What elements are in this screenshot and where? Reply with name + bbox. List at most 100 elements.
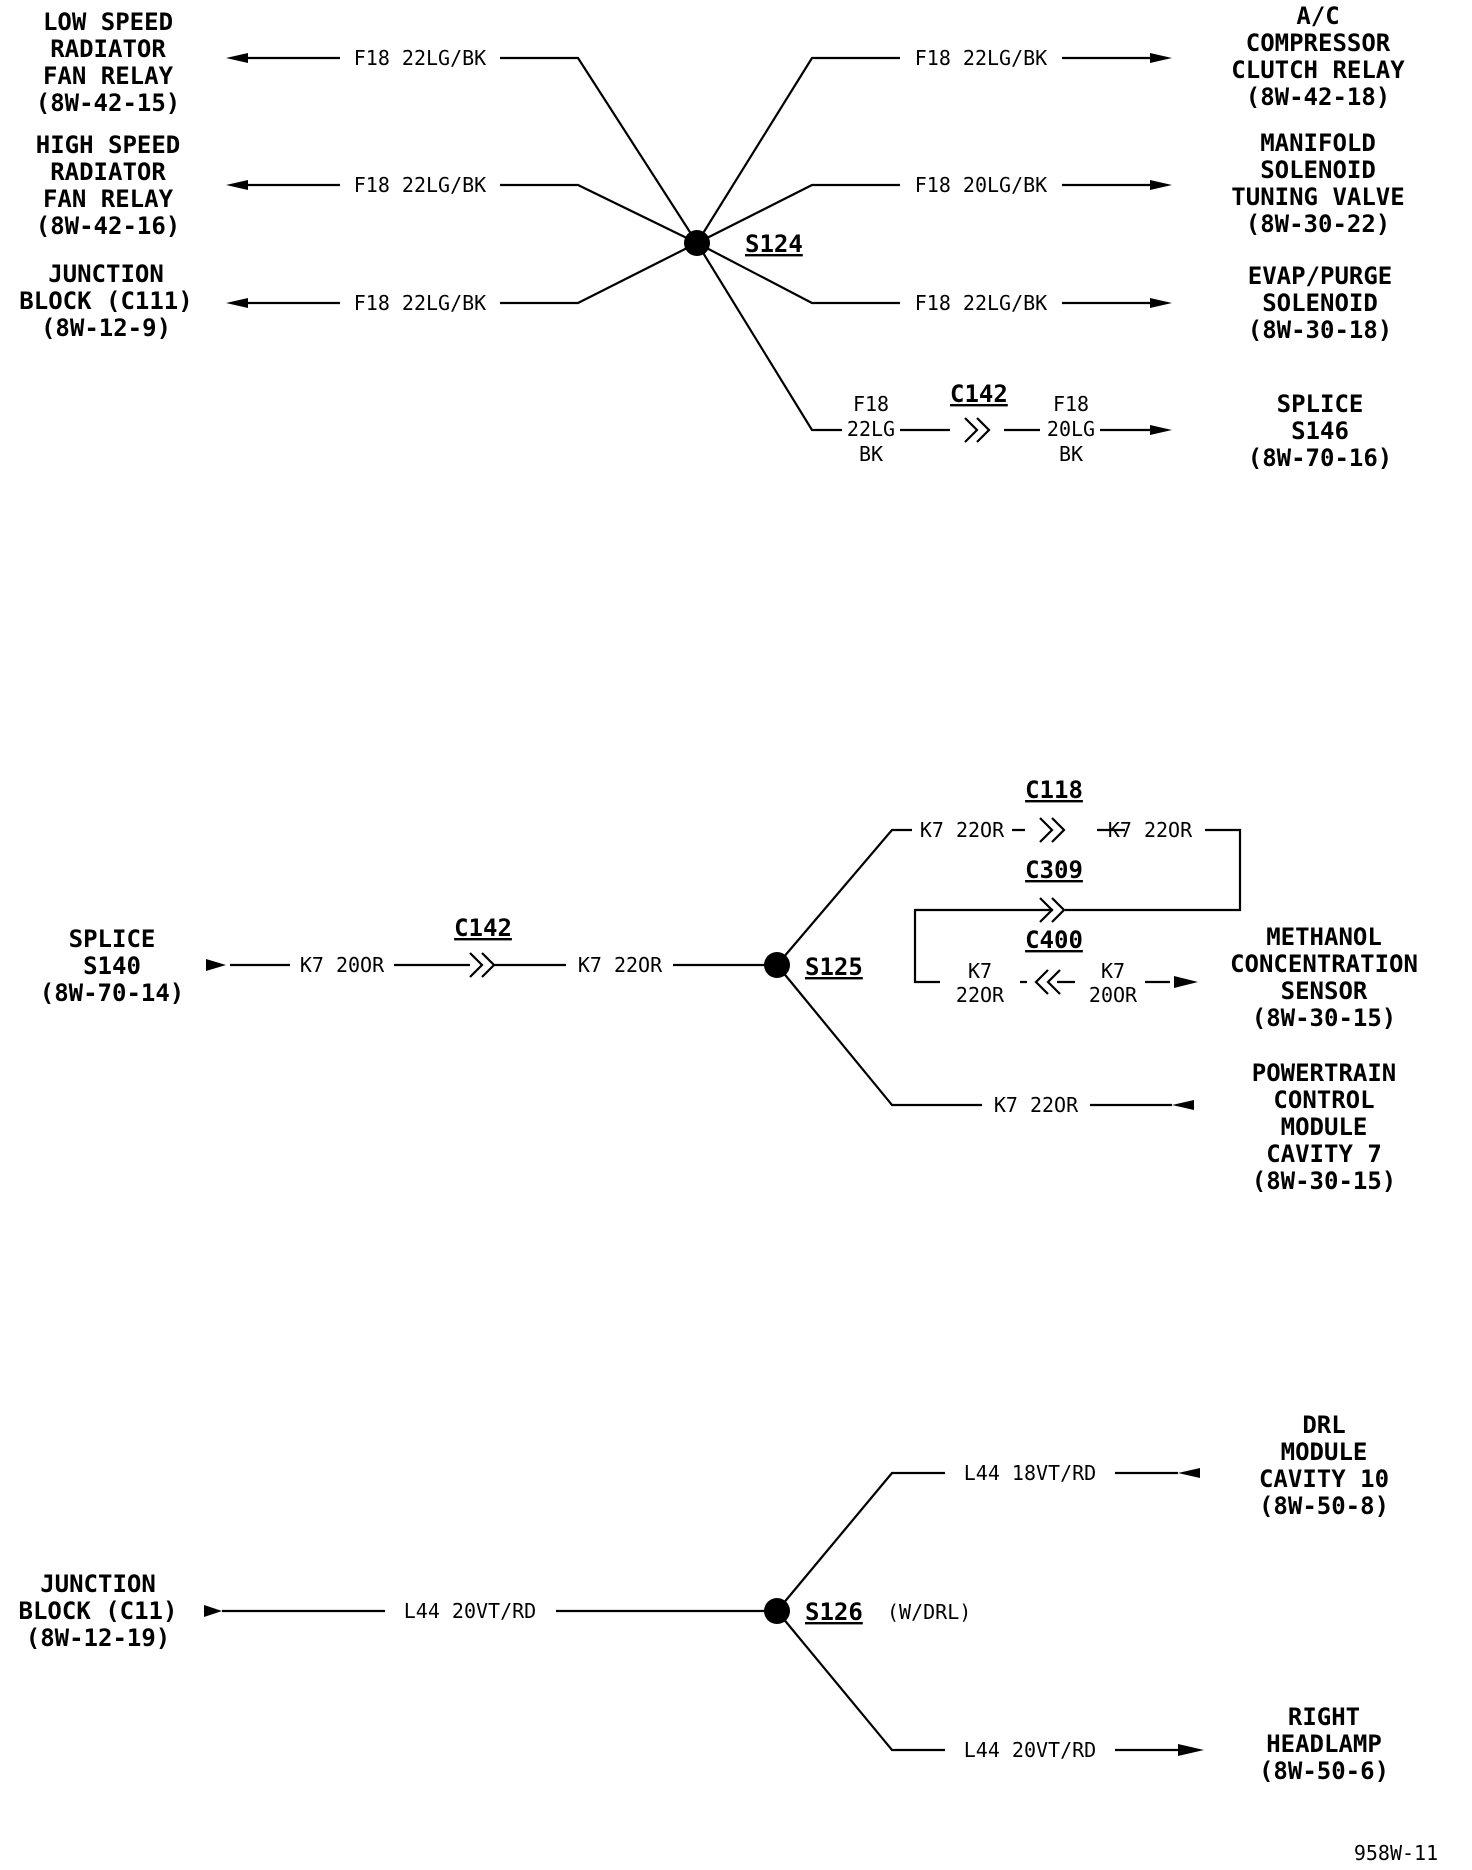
wire-ac-relay — [696, 56, 1150, 244]
svg-text:(8W-50-8): (8W-50-8) — [1259, 1492, 1389, 1520]
wire-label-1: F18 22LG/BK — [354, 46, 486, 70]
component-evap-purge: EVAP/PURGE SOLENOID (8W-30-18) — [1248, 262, 1393, 344]
svg-text:JUNCTION: JUNCTION — [48, 260, 164, 288]
c309-label: C309 — [1025, 856, 1083, 884]
splice-s126-label: S126 — [805, 1598, 863, 1626]
component-low-speed-relay: LOW SPEED RADIATOR FAN RELAY (8W-42-15) — [36, 8, 181, 117]
svg-text:F18: F18 — [853, 392, 889, 416]
wire-l44-headlamp — [776, 1610, 1178, 1752]
wire-k7-upper — [776, 828, 1242, 984]
svg-text:SPLICE: SPLICE — [1277, 390, 1364, 418]
svg-text:CONTROL: CONTROL — [1273, 1086, 1374, 1114]
c142-mid-label: C142 — [454, 914, 512, 942]
wire-label-l44-drl: L44 18VT/RD — [964, 1461, 1096, 1485]
wire-evap — [696, 242, 1150, 305]
svg-text:A/C: A/C — [1296, 2, 1339, 30]
arrow-low-speed — [226, 53, 248, 63]
wire-label-l44-headlamp: L44 20VT/RD — [964, 1738, 1096, 1762]
arrow-junction-c11 — [204, 1605, 222, 1617]
svg-text:RADIATOR: RADIATOR — [50, 35, 166, 63]
svg-text:SOLENOID: SOLENOID — [1262, 289, 1378, 317]
arrow-drl — [1178, 1468, 1200, 1478]
component-pcm: POWERTRAIN CONTROL MODULE CAVITY 7 (8W-3… — [1252, 1059, 1397, 1195]
wire-label-l44-in: L44 20VT/RD — [404, 1599, 536, 1623]
svg-text:CAVITY 10: CAVITY 10 — [1259, 1465, 1389, 1493]
wire-label-k7-c400-left: K7 22OR — [956, 959, 1005, 1007]
svg-text:(8W-70-16): (8W-70-16) — [1248, 444, 1393, 472]
svg-text:SPLICE: SPLICE — [69, 925, 156, 953]
component-junction-block-c11: JUNCTION BLOCK (C11) (8W-12-19) — [19, 1570, 178, 1652]
svg-text:(8W-42-15): (8W-42-15) — [36, 89, 181, 117]
svg-text:CONCENTRATION: CONCENTRATION — [1230, 950, 1418, 978]
c400-connector — [1034, 969, 1061, 995]
arrow-evap — [1150, 298, 1172, 308]
wire-manifold — [696, 183, 1150, 244]
svg-text:LOW SPEED: LOW SPEED — [43, 8, 173, 36]
wire-label-k7-pcm: K7 22OR — [994, 1093, 1079, 1117]
svg-text:K7: K7 — [1101, 959, 1125, 983]
arrow-s140 — [206, 959, 226, 971]
svg-text:(8W-12-9): (8W-12-9) — [41, 314, 171, 342]
wire-s146 — [696, 242, 1150, 432]
component-manifold-valve: MANIFOLD SOLENOID TUNING VALVE (8W-30-22… — [1231, 129, 1404, 238]
svg-text:F18: F18 — [1053, 392, 1089, 416]
svg-text:MODULE: MODULE — [1281, 1438, 1368, 1466]
wire-label-2: F18 22LG/BK — [354, 173, 486, 197]
section-s125: C142 S125 C118 C309 C400 K7 20OR K7 22OR… — [40, 776, 1418, 1195]
svg-text:20OR: 20OR — [1089, 983, 1138, 1007]
wire-label-k7-in-left: K7 20OR — [300, 953, 385, 977]
svg-text:(8W-42-16): (8W-42-16) — [36, 212, 181, 240]
svg-text:20LG: 20LG — [1047, 417, 1095, 441]
svg-text:BLOCK (C111): BLOCK (C111) — [19, 287, 192, 315]
c118-label: C118 — [1025, 776, 1083, 804]
svg-text:BK: BK — [1059, 442, 1083, 466]
splice-s124-label: S124 — [745, 230, 803, 258]
section-s126: S126 (W/DRL) L44 20VT/RD L44 18VT/RD L44… — [19, 1411, 1390, 1785]
component-junction-block-c111: JUNCTION BLOCK (C111) (8W-12-9) — [19, 260, 192, 342]
component-splice-s146: SPLICE S146 (8W-70-16) — [1248, 390, 1393, 472]
component-high-speed-relay: HIGH SPEED RADIATOR FAN RELAY (8W-42-16) — [36, 131, 181, 240]
splice-s124-dot — [684, 230, 710, 256]
svg-text:22OR: 22OR — [956, 983, 1005, 1007]
svg-text:(8W-42-18): (8W-42-18) — [1246, 83, 1391, 111]
component-splice-s140: SPLICE S140 (8W-70-14) — [40, 925, 185, 1007]
svg-text:POWERTRAIN: POWERTRAIN — [1252, 1059, 1397, 1087]
wire-label-3: F18 22LG/BK — [354, 291, 486, 315]
svg-text:TUNING VALVE: TUNING VALVE — [1231, 183, 1404, 211]
wire-label-k7-c400-right: K7 20OR — [1089, 959, 1138, 1007]
svg-text:(8W-30-18): (8W-30-18) — [1248, 316, 1393, 344]
svg-text:RADIATOR: RADIATOR — [50, 158, 166, 186]
arrow-junction-c111 — [226, 298, 248, 308]
component-right-headlamp: RIGHT HEADLAMP (8W-50-6) — [1259, 1703, 1389, 1785]
wire-label-4: F18 22LG/BK — [915, 46, 1047, 70]
arrow-manifold — [1150, 180, 1172, 190]
arrow-pcm — [1172, 1100, 1194, 1110]
c142-mid-connector — [469, 952, 496, 978]
c309-connector — [1039, 897, 1066, 923]
c400-label: C400 — [1025, 926, 1083, 954]
figure-id: 958W-11 — [1354, 1841, 1438, 1865]
svg-text:EVAP/PURGE: EVAP/PURGE — [1248, 262, 1393, 290]
svg-text:METHANOL: METHANOL — [1266, 923, 1382, 951]
wire-l44-drl — [776, 1471, 1178, 1612]
wire-label-k7-in-right: K7 22OR — [578, 953, 663, 977]
svg-text:HEADLAMP: HEADLAMP — [1266, 1730, 1382, 1758]
wire-label-5: F18 20LG/BK — [915, 173, 1047, 197]
svg-text:S140: S140 — [83, 952, 141, 980]
wire-label-7-left: F18 22LG BK — [847, 392, 895, 466]
svg-text:S146: S146 — [1291, 417, 1349, 445]
svg-text:COMPRESSOR: COMPRESSOR — [1246, 29, 1391, 57]
c142-top-connector — [964, 417, 991, 443]
wire-label-k7-c118-right: K7 22OR — [1108, 818, 1193, 842]
svg-text:SOLENOID: SOLENOID — [1260, 156, 1376, 184]
section-s124: S124 C142 F18 22LG/BK F18 22LG/BK F18 22… — [19, 2, 1405, 472]
wire-label-k7-c118-left: K7 22OR — [920, 818, 1005, 842]
svg-text:K7: K7 — [968, 959, 992, 983]
wire-junction-c111 — [236, 242, 698, 305]
svg-text:(8W-30-15): (8W-30-15) — [1252, 1004, 1397, 1032]
wire-label-7-right: F18 20LG BK — [1047, 392, 1095, 466]
svg-text:MANIFOLD: MANIFOLD — [1260, 129, 1376, 157]
wire-k7-pcm — [776, 964, 1172, 1107]
svg-text:22LG: 22LG — [847, 417, 895, 441]
